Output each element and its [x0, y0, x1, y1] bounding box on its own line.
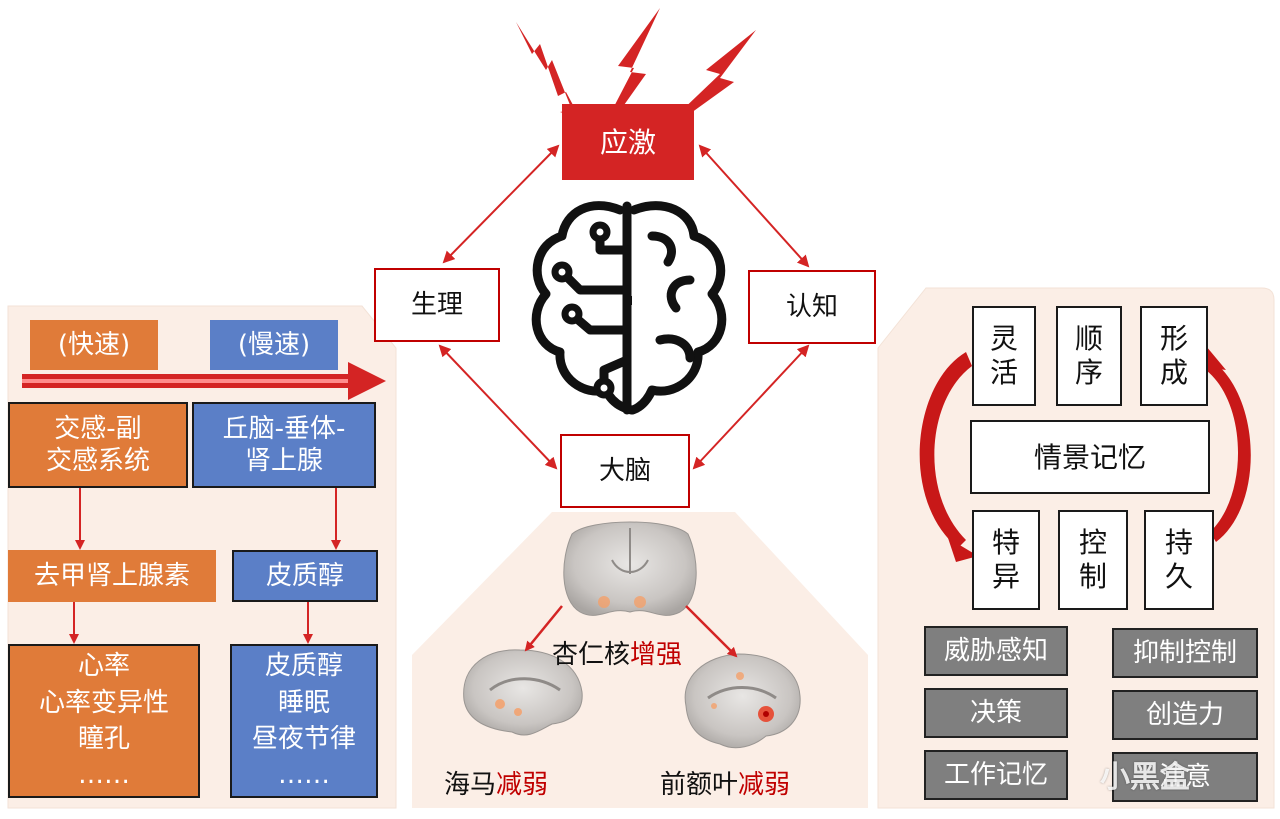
specific-char-2: 异 [991, 560, 1020, 593]
amygdala-name: 杏仁核 [552, 640, 631, 670]
slow-out-3: 昼夜节律 [251, 724, 356, 754]
coronal-brain-slice [563, 521, 697, 616]
hippocampus-label: 海马减弱 [444, 764, 548, 801]
timeline-arrow [22, 362, 386, 400]
amygdala-change: 增强 [630, 640, 683, 670]
lasting-box: 持 久 [1144, 510, 1214, 610]
amygdala-label: 杏仁核增强 [552, 634, 682, 671]
prefrontal-change: 减弱 [738, 770, 791, 800]
sequence-box: 顺 序 [1056, 306, 1122, 406]
fast-outcomes-box: 心率 心率变异性 瞳孔 …… [8, 644, 200, 798]
flexible-char-1: 灵 [989, 322, 1018, 356]
prefrontal-name: 前额叶 [660, 770, 739, 800]
arrow-cognition-brain [692, 344, 810, 470]
flexible-box: 灵 活 [972, 306, 1036, 406]
slow-outcomes-box: 皮质醇 睡眠 昼夜节律 …… [230, 644, 378, 798]
noradrenaline-box: 去甲肾上腺素 [8, 550, 216, 602]
slow-out-2: 睡眠 [277, 687, 330, 718]
working-memory-box: 工作记忆 [924, 750, 1068, 800]
control-box: 控 制 [1058, 510, 1128, 610]
watermark-text: 小黑盒 [1100, 760, 1190, 795]
hpa-line1: 丘脑-垂体- [222, 413, 346, 444]
brain-box: 大脑 [560, 434, 690, 508]
slow-out-4: …… [278, 760, 330, 791]
inhibitory-control-box: 抑制控制 [1112, 628, 1258, 678]
sns-line1: 交感-副 [54, 413, 142, 444]
hippocampus-change: 减弱 [496, 770, 549, 800]
decision-box: 决策 [924, 688, 1068, 738]
cortisol-box: 皮质醇 [232, 550, 378, 602]
specific-box: 特 异 [972, 510, 1040, 610]
physiology-box: 生理 [374, 268, 500, 342]
threat-perception-box: 威胁感知 [924, 626, 1068, 676]
stress-box: 应激 [562, 104, 694, 180]
control-char-2: 制 [1078, 560, 1107, 593]
flexible-char-2: 活 [989, 356, 1018, 389]
control-char-1: 控 [1078, 526, 1107, 560]
hippocampus-name: 海马 [444, 770, 497, 800]
hpa-axis-box: 丘脑-垂体- 肾上腺 [192, 402, 376, 488]
fast-out-1: 心率 [77, 651, 130, 682]
fast-out-2: 心率变异性 [38, 687, 169, 718]
specific-char-1: 特 [991, 526, 1020, 560]
formation-box: 形 成 [1140, 306, 1208, 406]
fast-out-4: …… [78, 760, 130, 791]
creativity-box: 创造力 [1112, 690, 1258, 740]
sympathetic-system-box: 交感-副 交感系统 [8, 402, 188, 488]
arrow-stress-physiology [442, 144, 560, 264]
sagittal-brain-left [463, 649, 583, 736]
arrow-physiology-brain [438, 344, 558, 470]
fast-tag: (快速) [30, 320, 158, 370]
slow-tag: (慢速) [210, 320, 338, 370]
sns-line2: 交感系统 [45, 446, 150, 476]
cognition-box: 认知 [748, 270, 876, 344]
lasting-char-1: 持 [1164, 526, 1193, 560]
formation-char-2: 成 [1159, 356, 1188, 389]
attention-box: 注意 [1112, 752, 1258, 802]
sagittal-brain-right [684, 653, 801, 749]
lasting-char-2: 久 [1164, 560, 1193, 593]
arrow-stress-cognition [698, 144, 810, 268]
episodic-memory-box: 情景记忆 [970, 420, 1210, 494]
fast-out-3: 瞳孔 [77, 724, 130, 754]
hpa-line2: 肾上腺 [244, 446, 323, 476]
slow-out-1: 皮质醇 [264, 651, 343, 682]
sequence-char-2: 序 [1074, 356, 1103, 389]
formation-char-1: 形 [1159, 322, 1188, 356]
sequence-char-1: 顺 [1074, 322, 1103, 356]
prefrontal-label: 前额叶减弱 [660, 764, 790, 801]
